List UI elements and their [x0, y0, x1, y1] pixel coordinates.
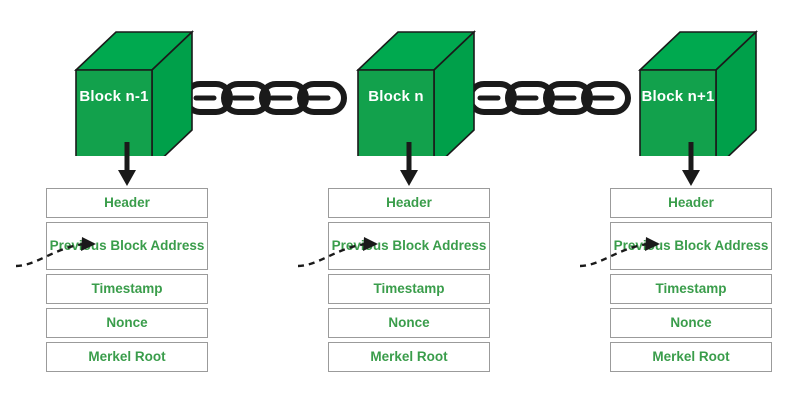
block-cube-n-minus-1[interactable]: Block n-1 — [74, 26, 194, 171]
block-cube-n[interactable]: Block n — [356, 26, 476, 171]
chain-link-icon — [183, 81, 347, 115]
field-timestamp[interactable]: Timestamp — [46, 274, 208, 304]
field-merkel-root[interactable]: Merkel Root — [46, 342, 208, 372]
block-cube-label: Block n-1 — [79, 88, 149, 105]
field-nonce[interactable]: Nonce — [46, 308, 208, 338]
field-nonce[interactable]: Nonce — [610, 308, 772, 338]
block-cube-label: Block n+1 — [641, 88, 715, 105]
down-arrow-icon — [118, 142, 136, 186]
block-cube-label: Block n — [368, 88, 424, 105]
block-cube-n-plus-1[interactable]: Block n+1 — [638, 26, 758, 171]
block-fields-n: Header Previous Block Address Timestamp … — [328, 188, 490, 376]
dashed-curved-arrow-icon — [15, 237, 96, 268]
field-merkel-root[interactable]: Merkel Root — [328, 342, 490, 372]
dashed-curved-arrow-icon — [297, 237, 378, 268]
field-timestamp[interactable]: Timestamp — [610, 274, 772, 304]
field-header[interactable]: Header — [328, 188, 490, 218]
field-merkel-root[interactable]: Merkel Root — [610, 342, 772, 372]
field-timestamp[interactable]: Timestamp — [328, 274, 490, 304]
down-arrow-icon — [400, 142, 418, 186]
field-header[interactable]: Header — [610, 188, 772, 218]
field-header[interactable]: Header — [46, 188, 208, 218]
chain-link-icon — [467, 81, 631, 115]
field-nonce[interactable]: Nonce — [328, 308, 490, 338]
dashed-curved-arrow-icon — [579, 237, 660, 268]
block-fields-n-minus-1: Header Previous Block Address Timestamp … — [46, 188, 208, 376]
down-arrow-icon — [682, 142, 700, 186]
block-fields-n-plus-1: Header Previous Block Address Timestamp … — [610, 188, 772, 376]
